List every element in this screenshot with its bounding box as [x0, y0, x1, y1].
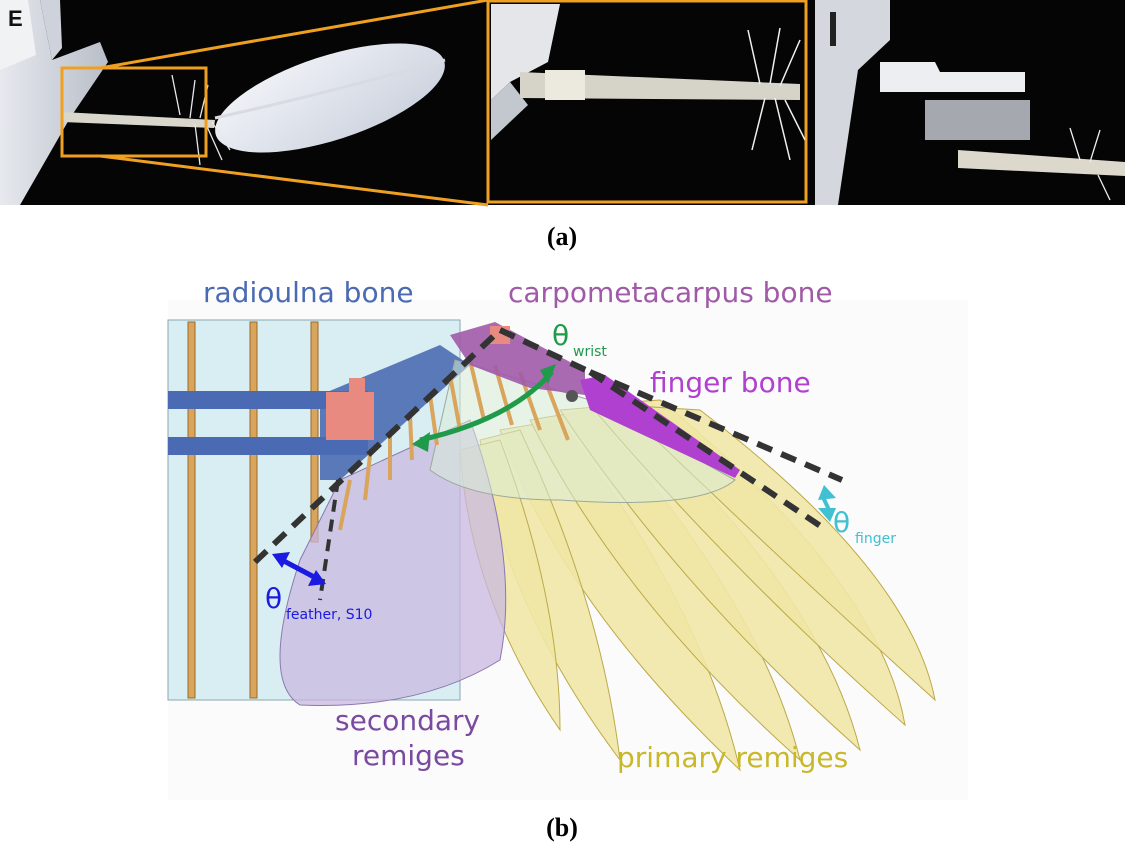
theta-feather-symbol: θ	[265, 582, 282, 615]
wing-cover	[429, 359, 736, 503]
label-radioulna: radioulna bone	[203, 276, 414, 309]
dashed-guides	[252, 327, 844, 565]
label-secondary-line1: secondary	[335, 704, 480, 737]
wrist-angle-arrow	[419, 370, 554, 443]
label-finger-bone: finger bone	[650, 366, 811, 399]
panel-a-photo: E	[0, 0, 1125, 207]
radioulna-arm	[320, 345, 470, 480]
radioulna-spars	[168, 391, 368, 455]
finger-bone	[580, 375, 740, 478]
feather-angle-arrow	[272, 552, 326, 586]
theta-wrist-symbol: θ	[552, 319, 569, 352]
disassembled-parts	[815, 0, 1125, 205]
label-secondary-line2: remiges	[352, 739, 465, 772]
zoom-highlight	[60, 0, 808, 207]
zoom-inset	[491, 4, 806, 161]
theta-finger-sub: finger	[855, 531, 896, 547]
label-primary-remiges: primary remiges	[617, 741, 848, 774]
wrist-joint	[566, 390, 578, 402]
wrist-arrow-head-b	[540, 364, 556, 384]
caption-b: (b)	[546, 813, 578, 842]
label-carpometacarpus: carpometacarpus bone	[508, 276, 833, 309]
feather-whole	[62, 43, 446, 166]
theta-wrist-sub: wrist	[573, 344, 607, 360]
panel-b-diagram: radioulna bone carpometacarpus bone fing…	[167, 276, 968, 800]
corner-letter: E	[8, 6, 23, 31]
left-mount-plate	[0, 0, 108, 205]
finger-angle-arrow	[818, 485, 836, 522]
theta-feather-sub: feather, S10	[286, 607, 372, 623]
carpometacarpus-bone	[450, 322, 585, 395]
caption-a: (a)	[547, 222, 577, 251]
theta-finger-symbol: θ	[833, 506, 850, 539]
servo	[326, 378, 374, 440]
wrist-arrow-head-a	[412, 432, 430, 452]
